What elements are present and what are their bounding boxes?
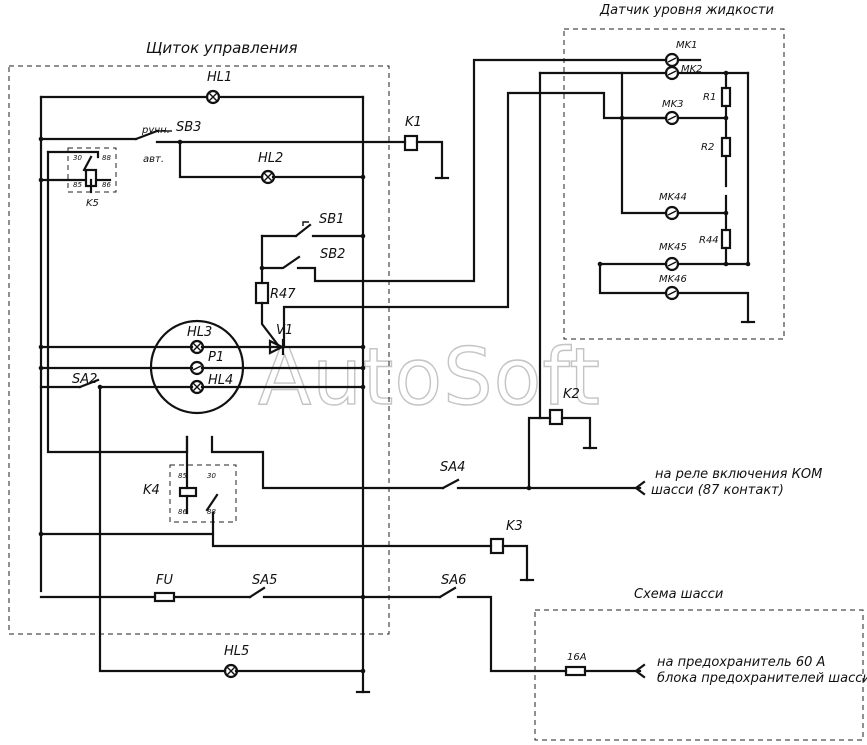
level-sensor-wiring (598, 58, 756, 324)
resistor-r47 (254, 281, 270, 305)
label-k4-p86: 86 (178, 508, 187, 516)
control-panel-boundary (8, 65, 390, 635)
label-hl1: HL1 (207, 70, 232, 85)
label-r44: R44 (699, 235, 719, 246)
relay-k3-coil (489, 537, 505, 555)
label-mk45: MK45 (659, 242, 687, 253)
kom-relay-line2: шасси (87 контакт) (651, 483, 784, 498)
fuse-fu (153, 591, 176, 603)
label-k5-p86: 86 (102, 181, 111, 189)
label-hl2: HL2 (258, 151, 283, 166)
junction-dots (38, 136, 532, 674)
label-mk1: MK1 (676, 40, 698, 51)
label-hl5: HL5 (224, 644, 249, 659)
relay-k2-coil (548, 408, 564, 426)
label-k4-p30: 30 (207, 472, 216, 480)
label-k4-p88: 88 (207, 508, 216, 516)
label-manual: ручн. (141, 125, 170, 136)
instrument-cluster (149, 319, 245, 415)
label-sa2: SA2 (72, 372, 97, 387)
label-auto: авт. (143, 154, 164, 165)
diode-v1 (268, 338, 285, 356)
fuse-block-line1: на предохранитель 60 А (657, 655, 825, 670)
chassis-title: Схема шасси (634, 587, 723, 602)
label-mk46: MK46 (659, 274, 687, 285)
label-k5-p88: 88 (102, 154, 111, 162)
label-k5-p85: 85 (73, 181, 82, 189)
sensor-title: Датчик уровня жидкости (599, 3, 774, 18)
label-sa4: SA4 (440, 460, 465, 475)
control-panel-wiring (39, 58, 668, 694)
resistor-r44 (720, 228, 732, 250)
lamp-hl2 (260, 169, 276, 185)
lamp-hl1 (205, 89, 221, 105)
external-connection-labels: на реле включения КОМ шасси (87 контакт)… (651, 467, 867, 686)
relay-k5-boundary (67, 147, 117, 193)
label-k4: K4 (143, 483, 160, 498)
label-fu: FU (156, 573, 173, 588)
label-hl3: HL3 (187, 325, 212, 340)
component-labels: HL1 SB3 ручн. авт. HL2 K1 K5 30 88 85 86… (72, 70, 587, 663)
label-sa5: SA5 (252, 573, 277, 588)
label-mk44: MK44 (659, 192, 687, 203)
level-sensor-boundary (563, 28, 785, 340)
sensor-labels: MK1 MK2 MK3 MK44 MK45 MK46 R1 R2 R44 (659, 40, 719, 285)
label-sb1: SB1 (319, 212, 344, 227)
fuse-16a (564, 665, 587, 677)
label-r2: R2 (701, 142, 714, 153)
sensor-electrodes (664, 52, 680, 301)
label-k5-p30: 30 (73, 154, 82, 162)
label-mk2: MK2 (681, 64, 703, 75)
kom-relay-line1: на реле включения КОМ (655, 467, 822, 482)
resistor-r2 (720, 136, 732, 158)
relay-k1-coil (403, 134, 419, 152)
panel-title: Щиток управления (146, 39, 298, 57)
relay-k4-boundary (169, 464, 237, 523)
relay-k5 (82, 155, 98, 188)
label-sa6: SA6 (441, 573, 466, 588)
label-k3: K3 (506, 519, 523, 534)
label-hl4: HL4 (208, 373, 233, 388)
label-p1: P1 (208, 350, 224, 365)
lamp-hl5 (223, 663, 239, 679)
label-k2: K2 (563, 387, 580, 402)
sensor-junctions (597, 70, 751, 267)
fuse-block-line2: блока предохранителей шасси (657, 671, 867, 686)
label-r1: R1 (703, 92, 716, 103)
label-v1: V1 (276, 323, 293, 338)
label-r47: R47 (270, 287, 296, 302)
label-16a: 16A (567, 652, 587, 663)
label-sb2: SB2 (320, 247, 345, 262)
label-k4-p85: 85 (178, 472, 187, 480)
label-mk3: MK3 (662, 99, 684, 110)
chassis-boundary (534, 609, 864, 741)
relay-k4 (178, 486, 198, 498)
resistor-r1 (720, 86, 732, 108)
label-sb3: SB3 (176, 120, 201, 135)
label-k5: K5 (86, 198, 99, 209)
label-k1: K1 (405, 115, 422, 130)
